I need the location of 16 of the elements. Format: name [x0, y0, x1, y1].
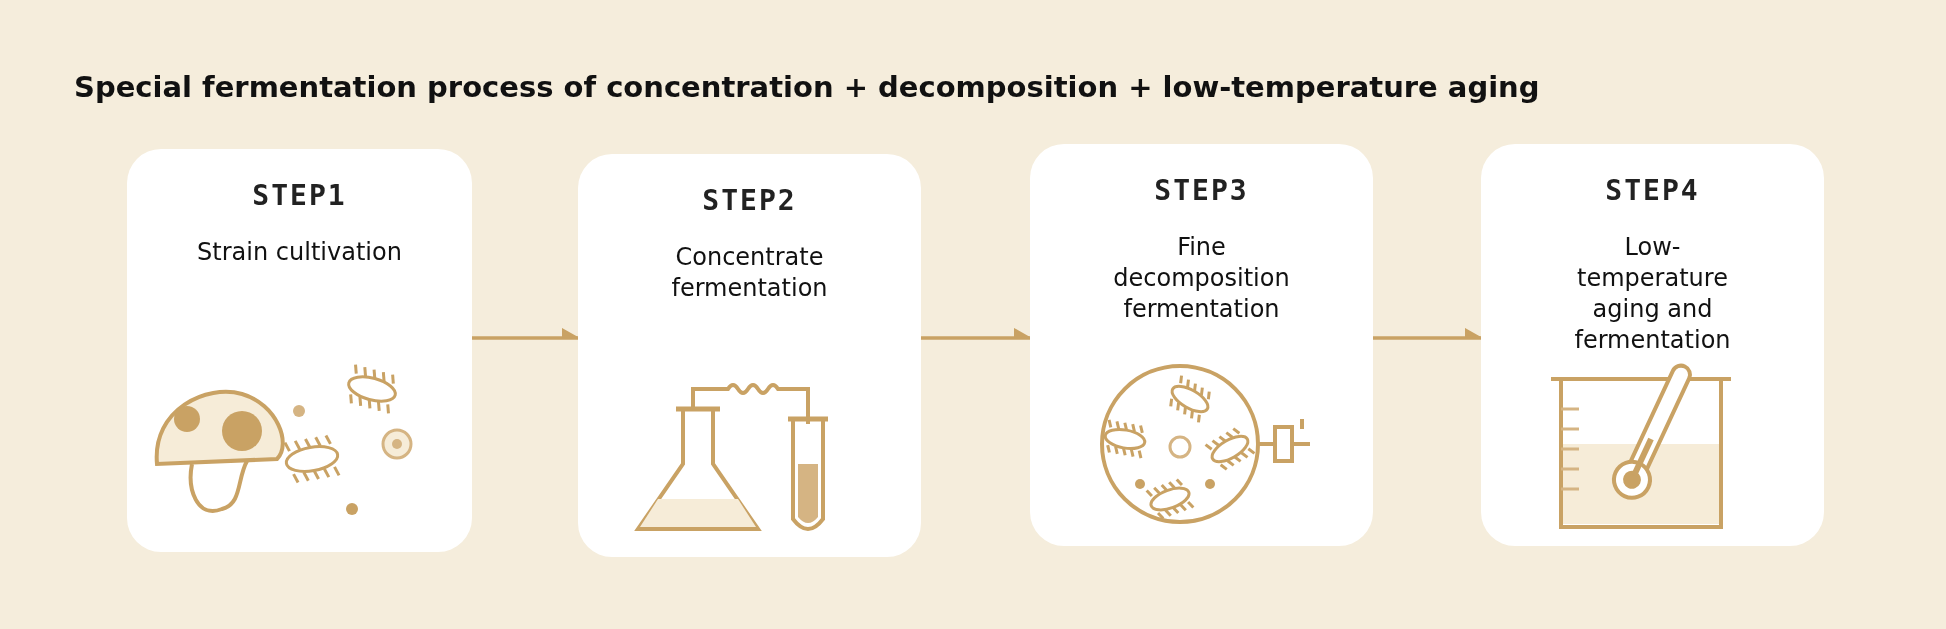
arrow: [472, 328, 579, 340]
step-card: [1481, 144, 1824, 546]
step-description: Strain cultivation: [197, 237, 402, 268]
step-card: [127, 149, 472, 552]
diagram-title: Special fermentation process of concentration + decomposition + low-temperature aging: [74, 70, 1540, 104]
step-description: Low-temperature aging and fermentation: [1573, 232, 1732, 356]
step-number: STEP1: [251, 179, 348, 212]
step-card: [578, 154, 921, 557]
arrow: [921, 328, 1031, 340]
arrow: [1373, 328, 1482, 340]
step-card: [1030, 144, 1373, 546]
step-number: STEP3: [1153, 174, 1250, 207]
step-number: STEP2: [701, 184, 798, 217]
step-number: STEP4: [1604, 174, 1701, 207]
step-description: Concentrate fermentation: [670, 242, 829, 304]
step-description: Fine decomposition fermentation: [1112, 232, 1291, 325]
